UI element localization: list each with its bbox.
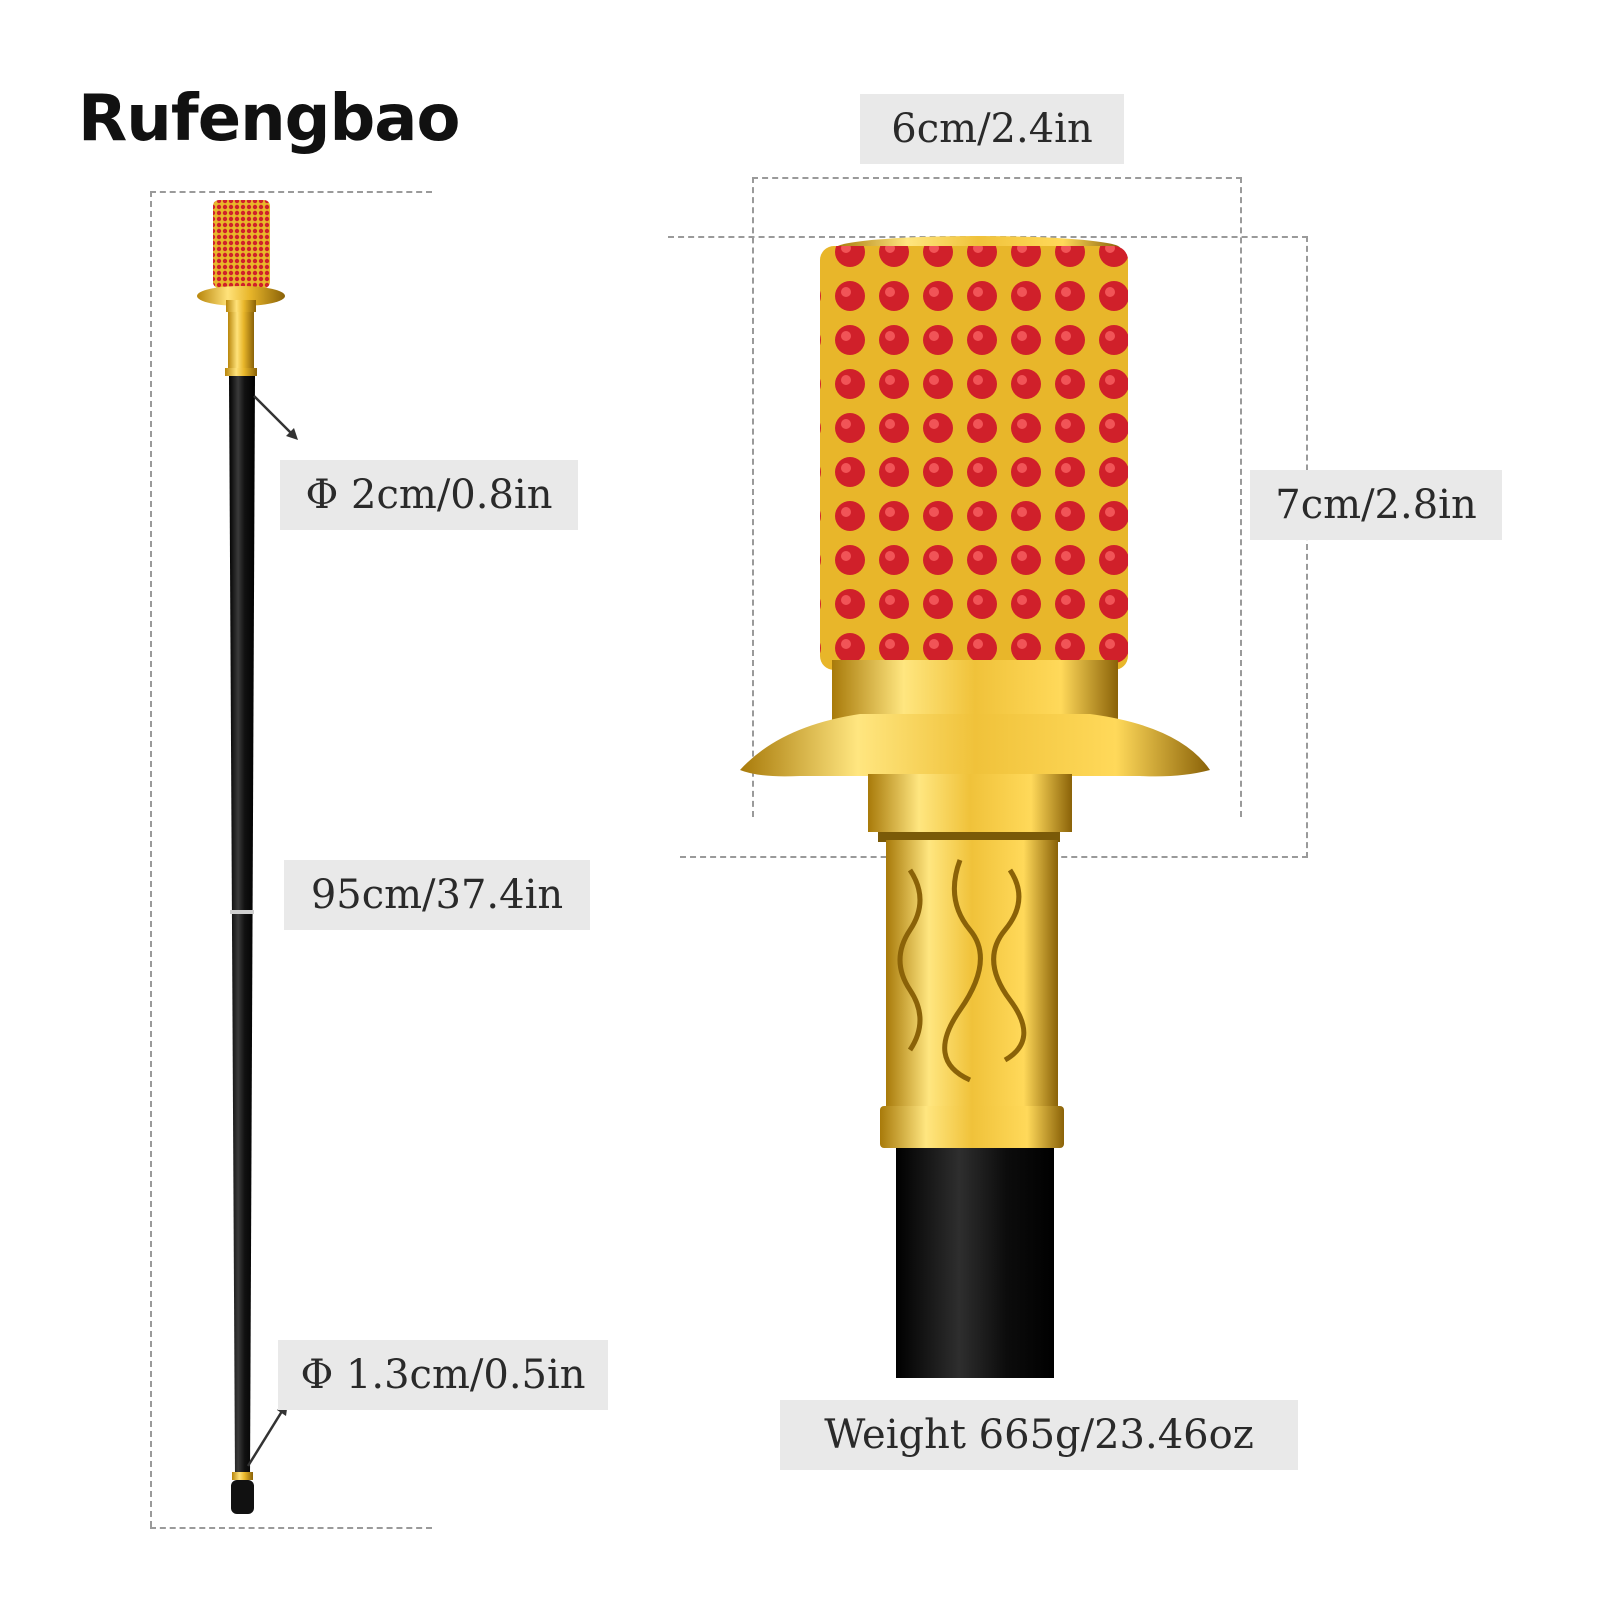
width-guide-top	[752, 177, 1242, 179]
shaft-top-diameter-label: Φ 2cm/0.8in	[280, 460, 578, 530]
handle-height-label: 7cm/2.8in	[1250, 470, 1502, 540]
cane-full-image	[197, 200, 285, 1514]
length-guide-top	[150, 191, 432, 193]
weight-label: Weight 665g/23.46oz	[780, 1400, 1298, 1470]
shaft-bottom-diameter-label: Φ 1.3cm/0.5in	[278, 1340, 608, 1410]
width-guide-left	[752, 177, 754, 817]
handle-width-label: 6cm/2.4in	[860, 94, 1124, 164]
width-guide-right	[1240, 177, 1242, 817]
length-guide-bottom	[150, 1527, 432, 1529]
height-guide-side	[1306, 236, 1308, 858]
length-guide-side	[150, 191, 152, 1527]
arrow-icon	[253, 395, 298, 440]
handle-closeup-image	[740, 236, 1210, 1378]
length-label: 95cm/37.4in	[284, 860, 590, 930]
brand-logo: Rufengbao	[78, 82, 460, 156]
